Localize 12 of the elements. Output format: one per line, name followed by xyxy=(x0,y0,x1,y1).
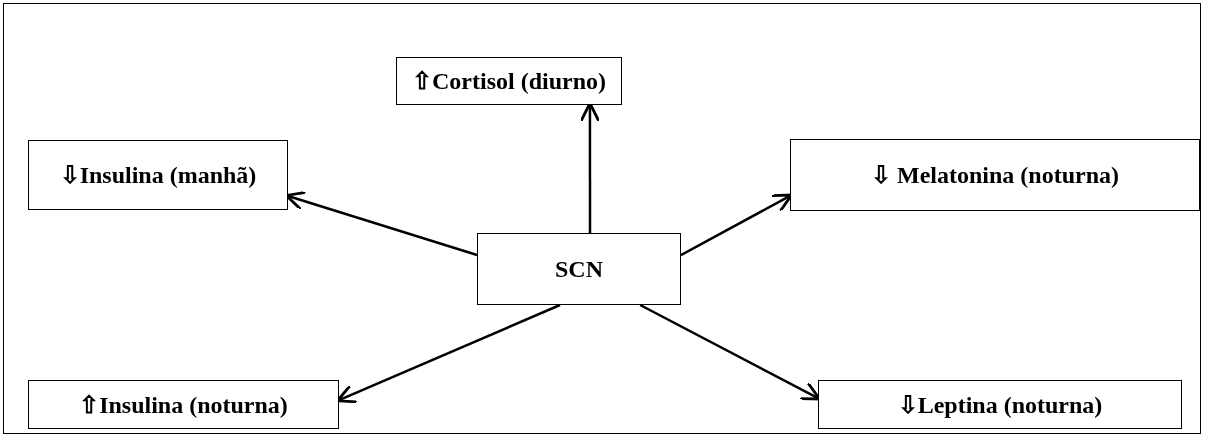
node-label: ⇩Insulina (manhã) xyxy=(59,161,257,189)
hormone-box xyxy=(28,140,288,210)
hormone-box xyxy=(477,233,681,305)
node-label: ⇩ Melatonina (noturna) xyxy=(871,161,1119,189)
hormone-box xyxy=(396,57,622,105)
node-label: ⇧Insulina (noturna) xyxy=(79,390,288,419)
hormone-box xyxy=(818,380,1182,429)
node-label: ⇧Cortisol (diurno) xyxy=(412,67,606,95)
hormone-box xyxy=(790,139,1200,211)
node-label: ⇩Leptina (noturna) xyxy=(897,390,1103,419)
node-label: SCN xyxy=(555,255,603,283)
hormone-box xyxy=(28,380,339,429)
